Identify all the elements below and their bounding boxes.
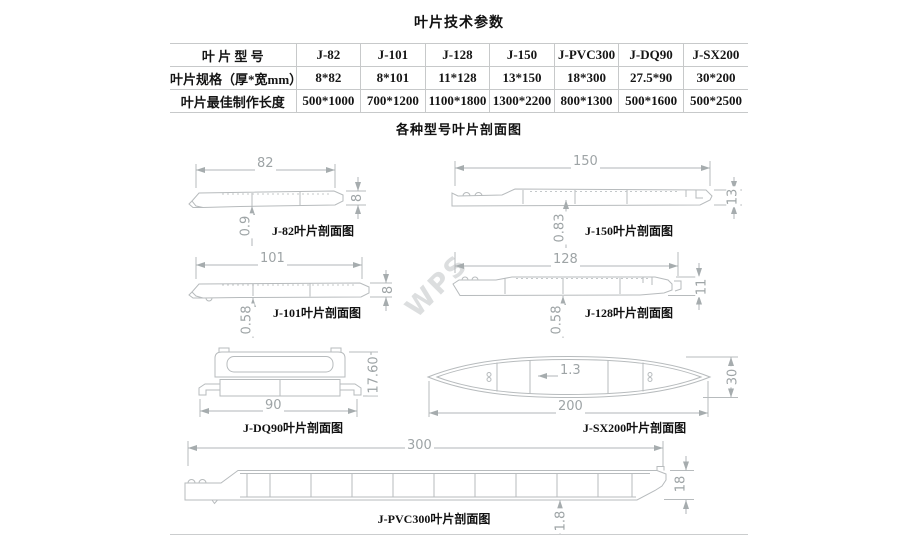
table-cell: 叶片规格（厚*宽mm） [170, 66, 297, 90]
j82-profile-drawing [188, 164, 366, 246]
jdq90-height-dim: 17.60 [366, 354, 382, 396]
j101-profile-drawing [188, 257, 392, 338]
j101-wall-dim: 0.58 [239, 303, 255, 337]
table-row-specs: 叶片规格（厚*宽mm） 8*82 8*101 11*128 13*150 18*… [170, 66, 748, 90]
table-cell: 13*150 [489, 66, 555, 90]
table-cell: 叶 片 型 号 [170, 43, 297, 67]
jdq90-width-dim: 90 [263, 398, 284, 413]
table-cell: 500*2500 [682, 89, 748, 113]
j128-width-dim: 128 [551, 252, 580, 267]
jpvc300-wall-dim: 1.8 [553, 508, 569, 534]
section-title: 各种型号叶片剖面图 [395, 122, 522, 137]
table-cell: J-SX200 [682, 43, 748, 67]
j150-height-dim: 13 [725, 186, 741, 208]
j101-width-dim: 101 [258, 251, 287, 266]
table-cell: 27.5*90 [618, 66, 684, 90]
jdq90-profile-drawing [198, 347, 378, 417]
j150-width-dim: 150 [571, 154, 600, 169]
page-title: 叶片技术参数 [414, 16, 504, 31]
j82-width-dim: 82 [255, 156, 276, 171]
j101-caption: J-101叶片剖面图 [273, 306, 361, 320]
j150-caption: J-150叶片剖面图 [585, 224, 673, 238]
jsx200-wall-dim: 1.3 [558, 363, 583, 378]
j82-height-dim: 8 [350, 191, 366, 205]
table-cell: 叶片最佳制作长度 [170, 89, 297, 113]
table-cell: 8*101 [360, 66, 426, 90]
table-cell: 700*1200 [360, 89, 426, 113]
j150-wall-dim: 0.83 [552, 211, 568, 245]
j128-caption: J-128叶片剖面图 [585, 306, 673, 320]
jdq90-caption: J-DQ90叶片剖面图 [243, 421, 343, 435]
table-cell: 1300*2200 [489, 89, 555, 113]
jsx200-height-dim: 30 [725, 366, 741, 388]
j128-height-dim: 11 [694, 276, 710, 298]
table-cell: 1100*1800 [424, 89, 490, 113]
table-cell: J-PVC300 [553, 43, 619, 67]
table-cell: J-DQ90 [618, 43, 684, 67]
j128-wall-dim: 0.58 [549, 303, 565, 337]
jpvc300-width-dim: 300 [405, 438, 434, 453]
cross-section-drawings [184, 161, 742, 534]
j101-height-dim: 8 [381, 283, 397, 297]
bottom-rule [170, 534, 748, 535]
table-cell: 11*128 [424, 66, 490, 90]
table-row-lengths: 叶片最佳制作长度 500*1000 700*1200 1100*1800 130… [170, 89, 748, 113]
table-cell: 18*300 [553, 66, 619, 90]
jpvc300-height-dim: 18 [673, 473, 689, 495]
jsx200-width-dim: 200 [556, 399, 585, 414]
j128-profile-drawing [452, 252, 706, 338]
table-cell: J-82 [295, 43, 361, 67]
table-cell: 500*1600 [618, 89, 684, 113]
table-cell: 800*1300 [553, 89, 619, 113]
j82-wall-dim: 0.9 [238, 213, 254, 239]
jsx200-caption: J-SX200叶片剖面图 [582, 421, 687, 435]
j82-caption: J-82叶片剖面图 [272, 224, 354, 238]
table-cell: 500*1000 [295, 89, 361, 113]
table-cell: 8*82 [295, 66, 361, 90]
table-cell: J-128 [424, 43, 490, 67]
table-row-models: 叶 片 型 号 J-82 J-101 J-128 J-150 J-PVC300 … [170, 43, 748, 67]
table-cell: J-150 [489, 43, 555, 67]
table-cell: J-101 [360, 43, 426, 67]
table-cell: 30*200 [682, 66, 748, 90]
jpvc300-caption: J-PVC300叶片剖面图 [377, 512, 491, 526]
spec-table: 叶 片 型 号 J-82 J-101 J-128 J-150 J-PVC300 … [170, 43, 748, 113]
